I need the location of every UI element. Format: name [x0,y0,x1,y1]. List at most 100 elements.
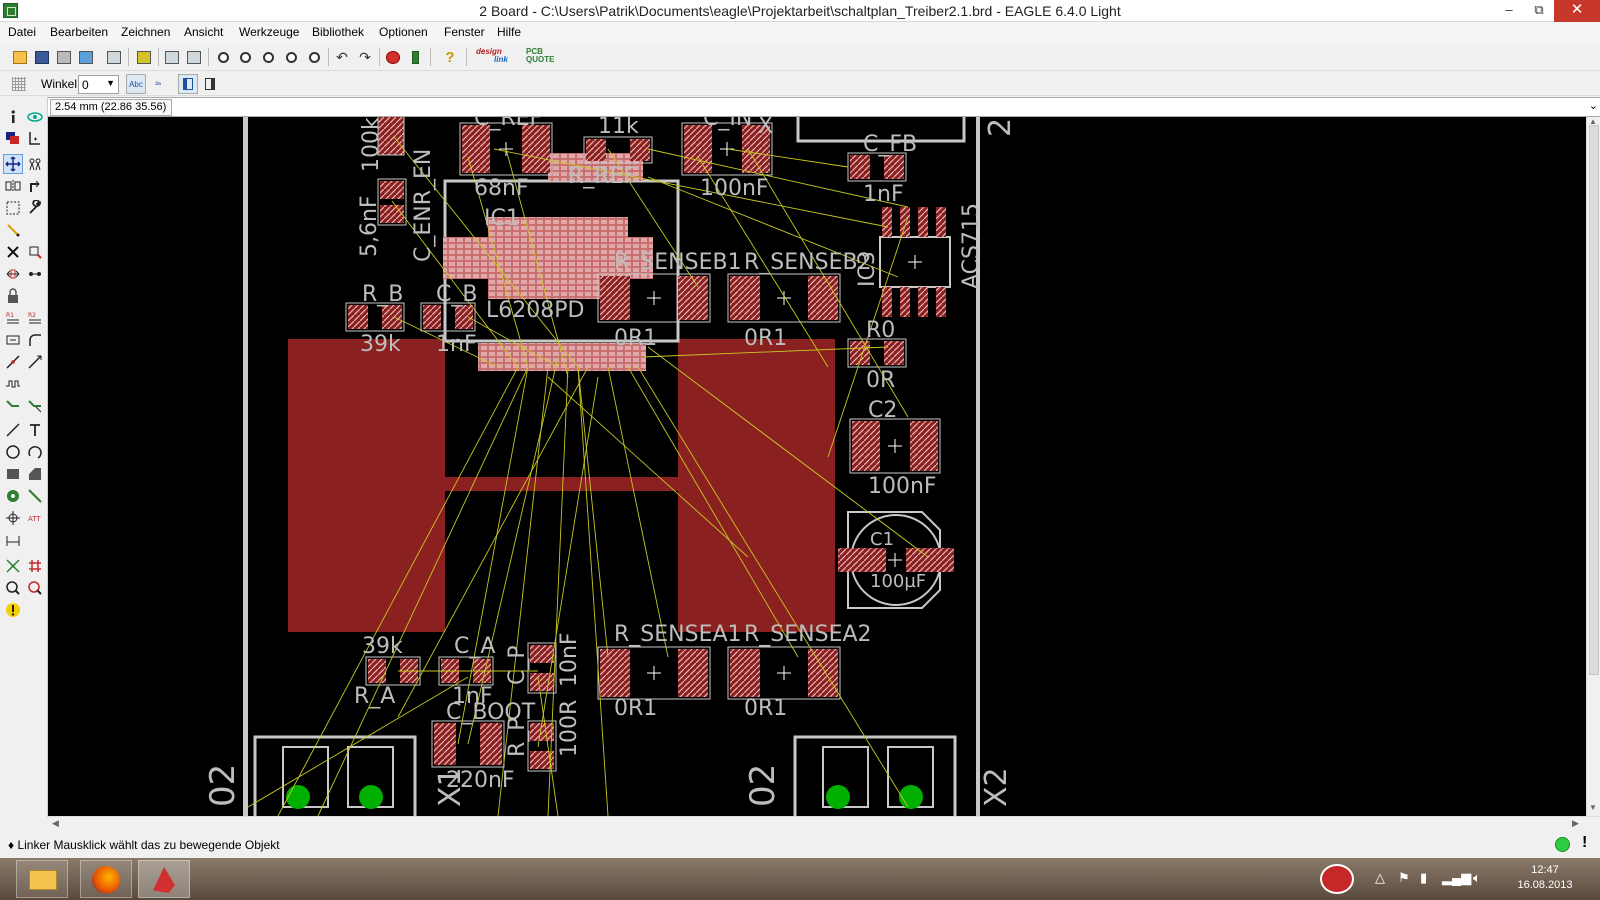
move-icon[interactable] [3,154,23,174]
copper-pour-left[interactable] [288,339,445,632]
chevron-down-icon[interactable]: ⌄ [1588,100,1598,112]
print-icon[interactable] [54,47,74,67]
rectangle-icon[interactable] [3,464,23,484]
split-icon[interactable] [3,352,23,372]
warning-icon[interactable]: ! [1582,834,1588,851]
info-icon[interactable] [3,107,23,127]
vertical-scroll-thumb[interactable] [1589,125,1599,675]
taskbar-firefox-button[interactable] [80,860,132,898]
route-icon[interactable] [3,396,23,416]
part-r-11k[interactable] [583,136,653,164]
part-c-boot[interactable] [431,720,505,768]
zoom-fit-icon[interactable] [213,47,233,67]
arc-icon[interactable] [25,442,45,462]
menu-bibliothek[interactable]: Bibliothek [312,25,365,39]
part-c1[interactable] [838,511,954,609]
mark-icon[interactable] [25,128,45,148]
part-c-p[interactable] [527,642,557,694]
zoom-out-icon[interactable] [258,47,278,67]
menu-optionen[interactable]: Optionen [379,25,428,39]
auto-router-icon[interactable] [25,556,45,576]
mirror-icon[interactable] [3,176,23,196]
eagle-app-icon[interactable] [3,3,18,18]
via-icon[interactable] [3,486,23,506]
meander-icon[interactable] [3,374,23,394]
part-r-senseb1[interactable] [597,273,711,323]
part-c-b[interactable] [420,302,476,332]
name-icon[interactable]: R1 [3,308,23,328]
part-c2[interactable] [849,418,941,474]
use-library-icon[interactable] [134,47,154,67]
drc-icon[interactable] [25,578,45,598]
ulp-icon[interactable] [184,47,204,67]
part-x-connector-top[interactable] [796,117,966,143]
lock-icon[interactable] [3,286,23,306]
signal-icon[interactable] [25,486,45,506]
tray-app-icon[interactable] [1320,864,1354,894]
connector-x1[interactable] [253,735,417,816]
menu-ansicht[interactable]: Ansicht [184,25,224,39]
part-r-p[interactable] [527,720,557,772]
wire-icon[interactable] [3,420,23,440]
part-r0[interactable] [847,338,907,368]
redo-icon[interactable]: ↷ [359,48,371,65]
attribute-icon[interactable]: ATT [25,508,45,528]
menu-zeichnen[interactable]: Zeichnen [121,25,171,39]
help-icon[interactable]: ? [445,48,455,66]
layout-right-toggle[interactable] [200,74,220,94]
optimize-icon[interactable] [25,352,45,372]
part-c-enr[interactable] [377,178,407,226]
scroll-down-icon[interactable]: ▼ [1589,803,1597,812]
paste-icon[interactable] [3,220,23,240]
part-c-in[interactable] [681,122,773,176]
action-center-flag-icon[interactable]: ⚑ [1398,870,1410,885]
open-icon[interactable] [10,47,30,67]
ripup-icon[interactable] [25,396,45,416]
angle-select[interactable]: 0▼ [78,75,119,94]
go-icon[interactable] [405,47,425,67]
group-icon[interactable] [3,198,23,218]
miter-icon[interactable] [25,330,45,350]
status-led-icon[interactable] [1555,837,1570,852]
scroll-up-icon[interactable]: ▲ [1589,117,1597,126]
spin-text-toggle[interactable]: Abc [126,74,146,94]
board-schematic-switch-icon[interactable] [104,47,124,67]
zoom-select-icon[interactable] [304,47,324,67]
zoom-in-icon[interactable] [235,47,255,67]
pinswap-icon[interactable] [3,264,23,284]
scroll-left-icon[interactable]: ◀ [52,818,59,828]
circle-icon[interactable] [3,442,23,462]
pcb-drawing[interactable]: 100k C_ENR_EN C_REF 11k C_IN X C_FB 2 68… [48,117,1588,816]
display-layers-icon[interactable] [3,128,23,148]
part-r-b[interactable] [345,302,405,332]
smash-icon[interactable] [3,330,23,350]
polygon-icon[interactable] [25,464,45,484]
board-canvas[interactable]: 100k C_ENR_EN C_REF 11k C_IN X C_FB 2 68… [48,117,1588,816]
command-input[interactable] [176,99,1581,116]
taskbar-eagle-button[interactable] [138,860,190,898]
volume-icon[interactable]: 🔈︎ [1473,870,1481,885]
change-wrench-icon[interactable] [25,198,45,218]
errors-icon[interactable] [3,600,23,620]
erc-icon[interactable] [3,578,23,598]
part-r-senseb2[interactable] [727,273,841,323]
replace-icon[interactable] [25,264,45,284]
copy-icon[interactable] [25,154,45,174]
part-r-sensea1[interactable] [597,646,711,700]
layout-left-toggle[interactable] [178,74,198,94]
value-icon[interactable]: R2 [25,308,45,328]
horizontal-scrollbar[interactable]: ◀ ▶ [48,816,1600,830]
battery-icon[interactable]: ▮ [1420,870,1428,885]
pcb-quote-logo[interactable]: PCB QUOTE [526,47,555,64]
cam-processor-icon[interactable] [76,47,96,67]
part-c-ref[interactable] [459,122,553,176]
mirror-text-toggle[interactable]: ³ᵃ [148,74,168,94]
tray-chevron-icon[interactable]: △ [1375,870,1385,885]
part-r-sensea2[interactable] [727,646,841,700]
script-icon[interactable] [162,47,182,67]
redraw-icon[interactable] [281,47,301,67]
copper-pour-right[interactable] [678,339,835,632]
maximize-button[interactable]: ⧉ [1534,2,1544,17]
